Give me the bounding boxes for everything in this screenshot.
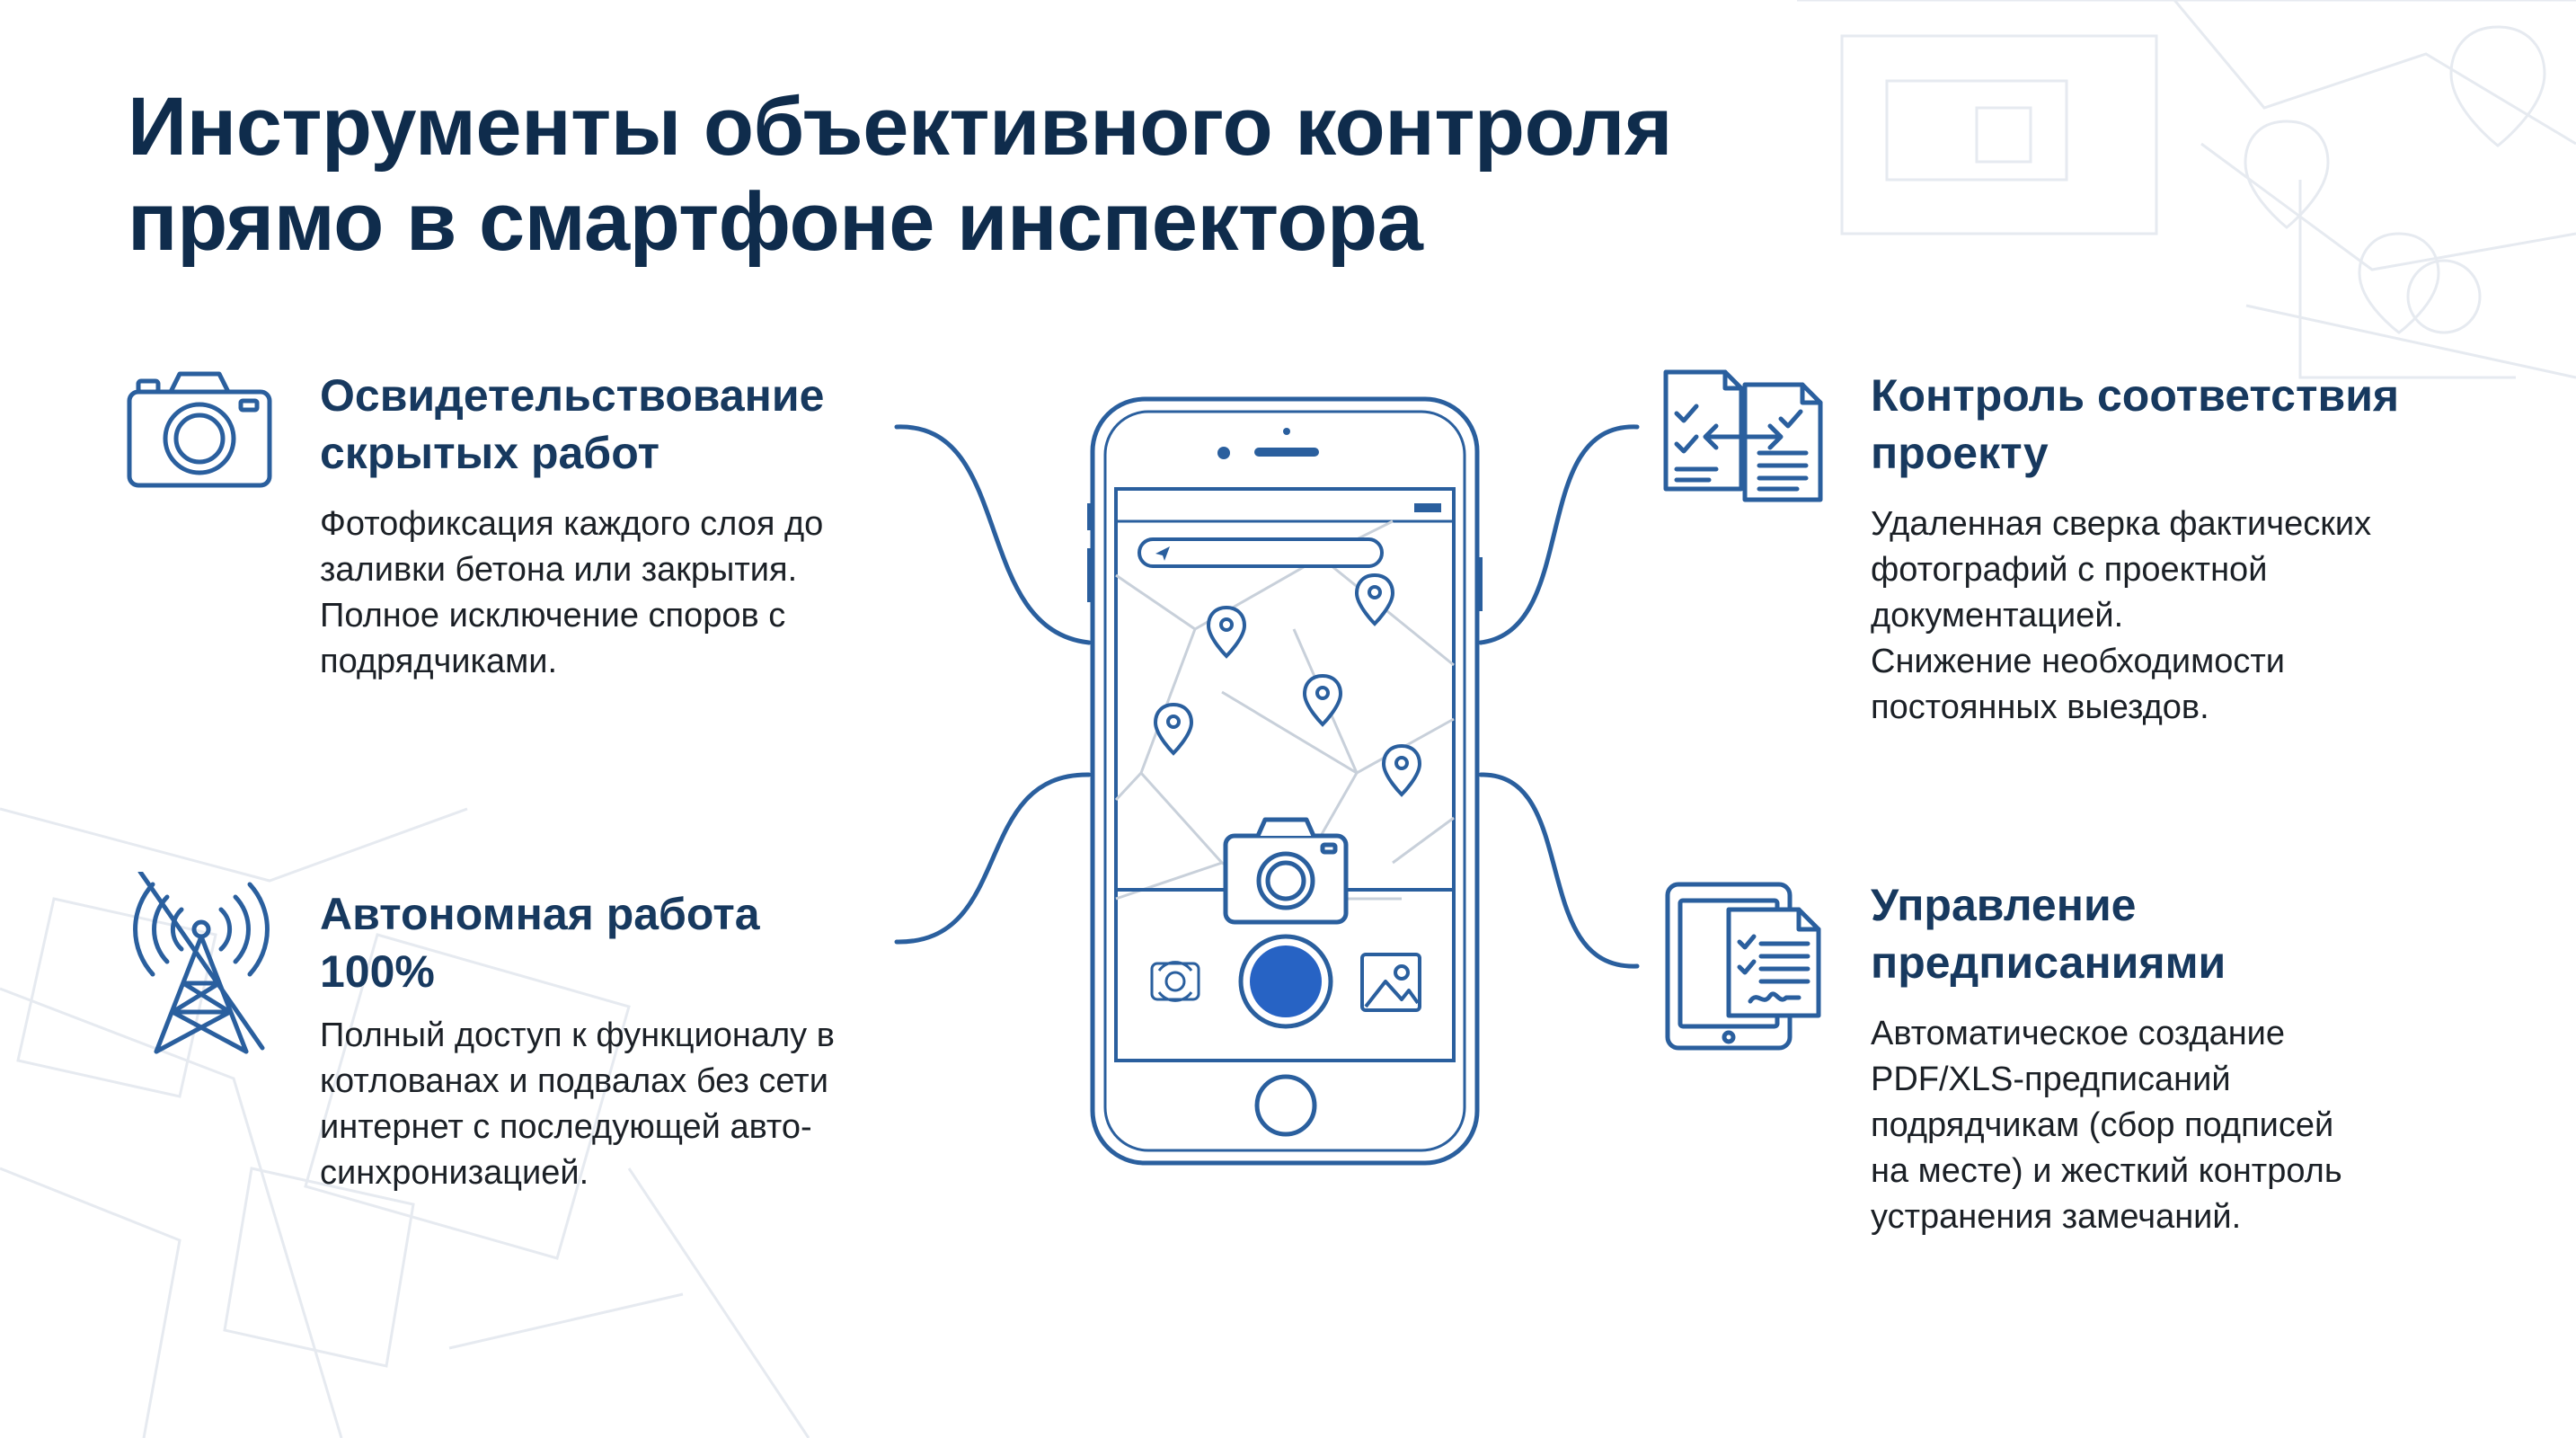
feature-hidden-works-title: Освидетельствование скрытых работ: [320, 370, 825, 478]
phone-speaker: [1217, 428, 1319, 459]
connector-hidden-works: [894, 424, 1092, 645]
page-title-line-1: Инструменты объективного контроля: [128, 81, 1673, 173]
feature-hidden-works: Освидетельствование скрытых работ Фотофи…: [320, 367, 1003, 685]
feature-offline: Автономная работа 100% Полный доступ к ф…: [320, 885, 1003, 1196]
connector-orders: [1478, 772, 1640, 969]
feature-orders-text: Автоматическое создание PDF/XLS-предписа…: [1871, 1015, 2342, 1236]
no-signal-tower-icon: [133, 872, 270, 1054]
page-title: Инструменты объективного контроля прямо …: [128, 79, 1835, 270]
home-button: [1254, 1074, 1317, 1137]
tablet-document-icon: [1665, 882, 1821, 1051]
feature-project-compliance-text: Удаленная сверка фактических фотографий …: [1871, 505, 2372, 726]
feature-offline-title: Автономная работа 100%: [320, 889, 760, 997]
screen-camera-icon: [1223, 817, 1349, 925]
feature-project-compliance: Контроль соответствия проекту Удаленная …: [1871, 367, 2554, 731]
camera-icon: [127, 371, 272, 488]
smartphone-illustration: [1087, 396, 1483, 1166]
document-compare-icon: [1663, 369, 1823, 502]
feature-orders-title: Управление предписаниями: [1871, 880, 2226, 988]
connector-offline: [894, 772, 1092, 945]
feature-project-compliance-title: Контроль соответствия проекту: [1871, 370, 2400, 478]
feature-orders: Управление предписаниями Автоматическое …: [1871, 876, 2554, 1240]
map-search-bar: [1138, 537, 1384, 568]
connector-project: [1478, 424, 1640, 645]
feature-offline-text: Полный доступ к функционалу в котлованах…: [320, 1016, 835, 1192]
switch-camera-icon: [1150, 961, 1200, 1002]
status-bar-battery: [1414, 503, 1441, 512]
gallery-icon: [1360, 953, 1421, 1012]
page-title-line-2: прямо в смартфоне инспектора: [128, 176, 1423, 268]
location-arrow-icon: [1155, 546, 1170, 561]
map-pins: [1153, 573, 1422, 797]
feature-hidden-works-text: Фотофиксация каждого слоя до заливки бет…: [320, 505, 824, 680]
